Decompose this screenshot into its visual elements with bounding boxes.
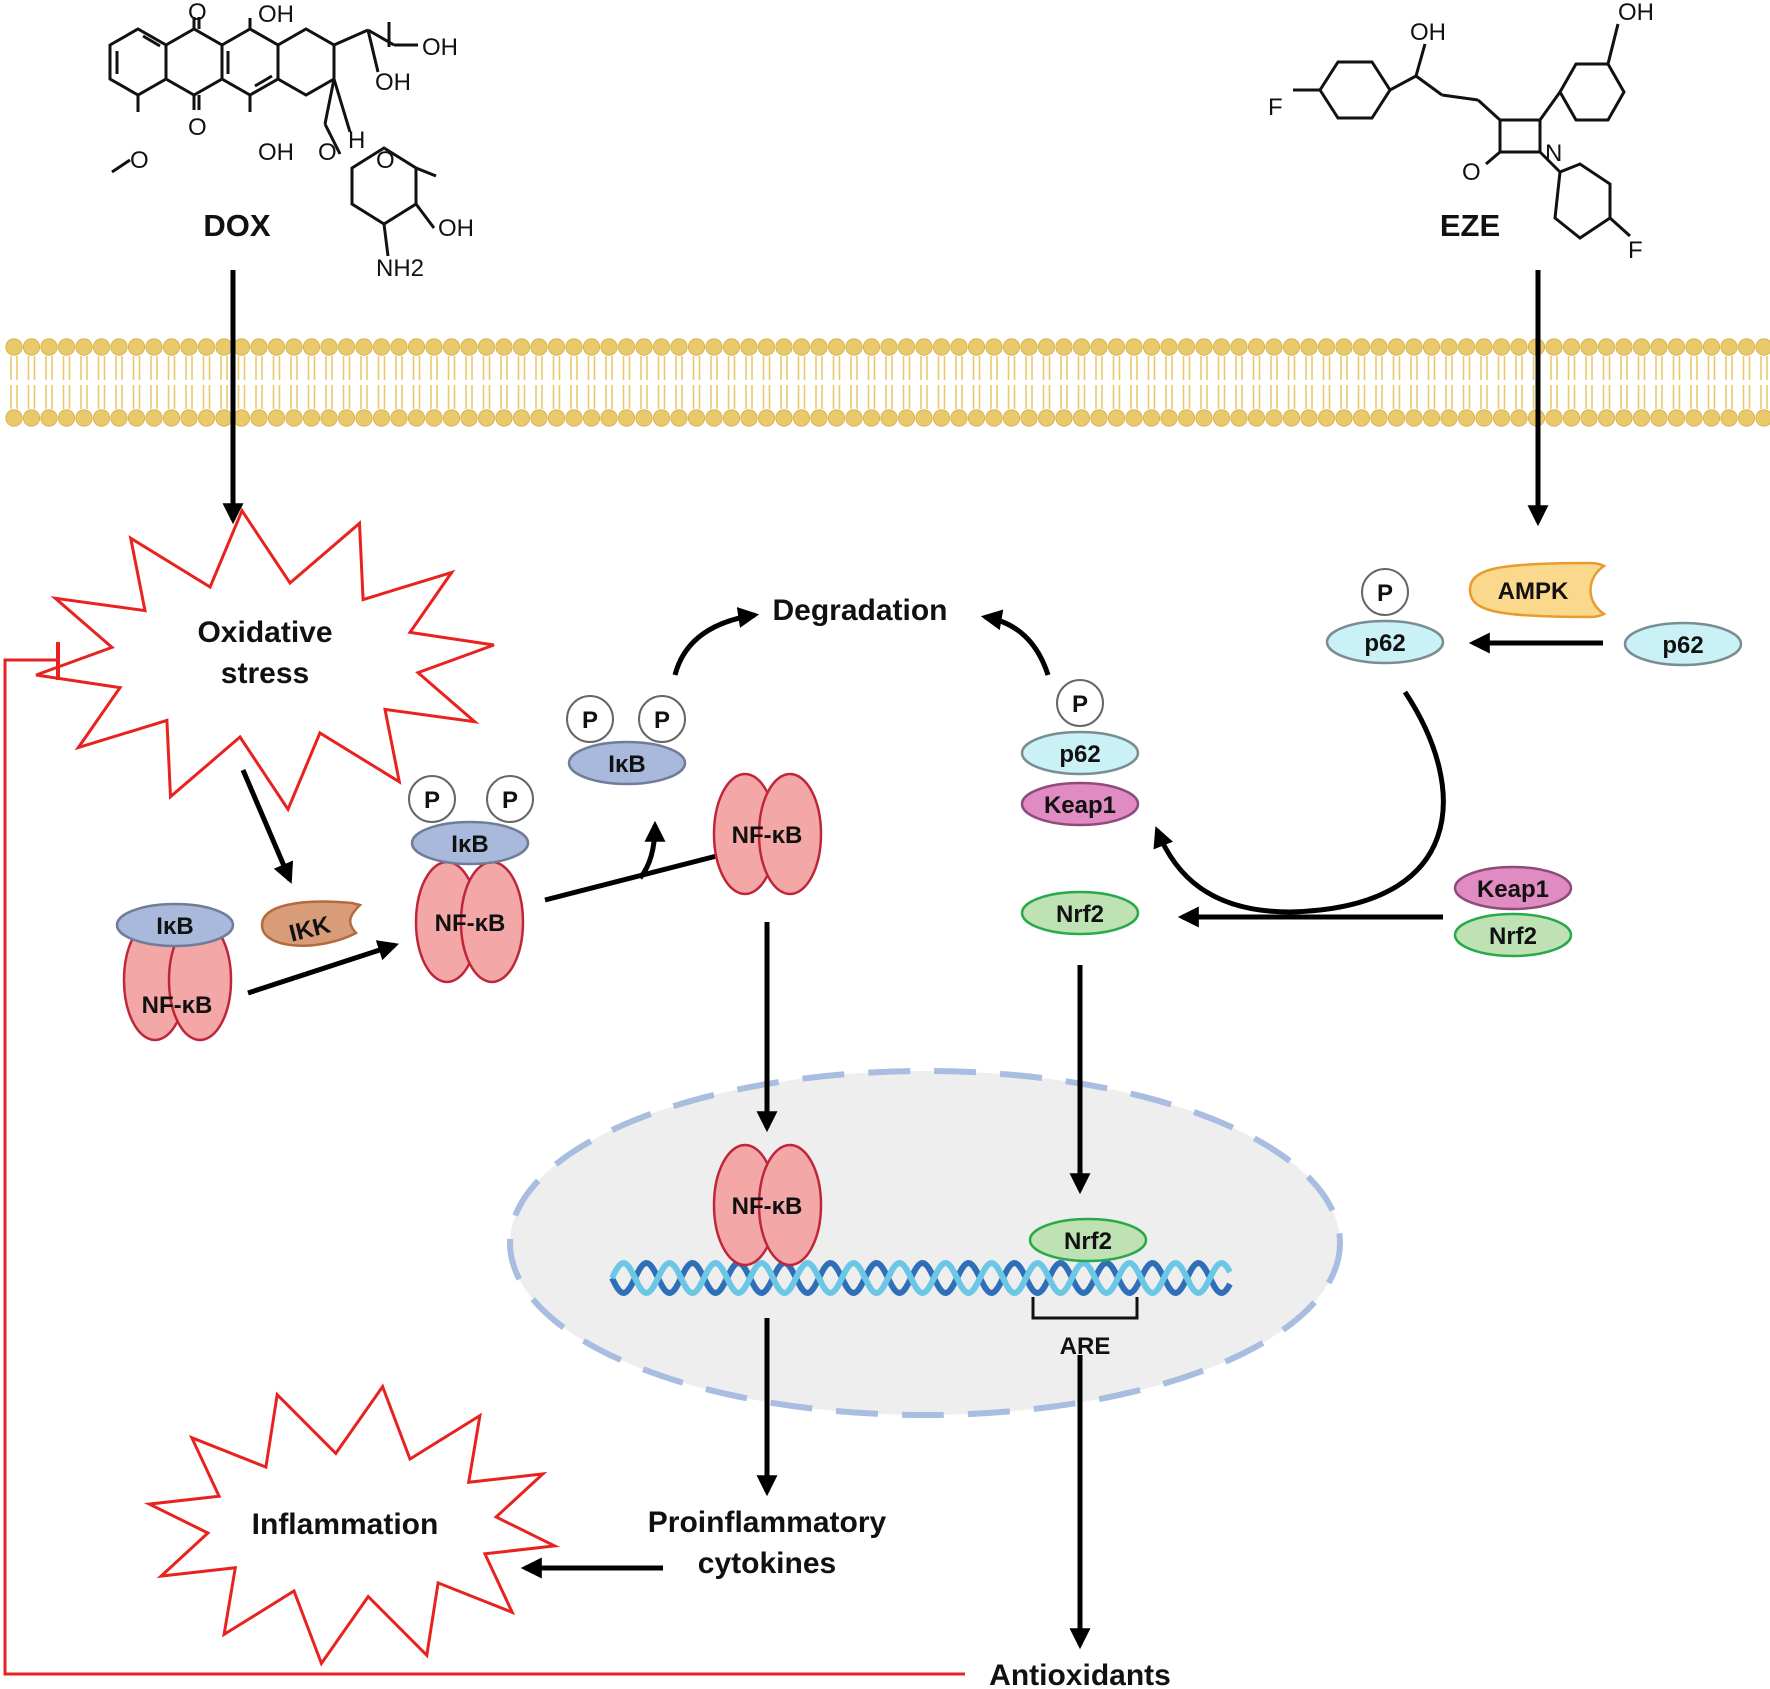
degradation-label: Degradation [772,594,947,627]
nfkb-complex-phosphorylated: NF-κB IκB P P [408,775,534,984]
eze-atom-2: OH [1618,0,1654,26]
dox-atom-1: OH [258,1,294,28]
nrf2-label-3: Nrf2 [1064,1228,1112,1255]
phospho-label-6: P [1377,580,1393,607]
dox-atom-5: O [188,114,207,141]
cytokines-line1: Proinflammatory [648,1506,887,1539]
oxidative-stress-burst [35,507,495,813]
ikb-label-2: IκB [451,831,488,858]
cell-membrane [5,338,1770,427]
nucleus [507,1068,1343,1418]
ikb-phosphorylated: IκB P P [566,695,687,786]
nfkb-label-4: NF-κB [732,1193,803,1220]
eze-atom-1: OH [1410,19,1446,46]
dox-atom-11: OH [438,215,474,242]
nrf2-nuclear: Nrf2 [1028,1217,1148,1263]
cytokines-line2: cytokines [698,1547,836,1580]
nfkb-free: NF-κB [712,772,823,896]
eze-atom-3: F [1268,94,1283,121]
eze-atom-4: O [1462,159,1481,186]
eze-atom-6: F [1628,237,1643,264]
dox-atom-6: OH [258,139,294,166]
phospho-label-4: P [654,707,670,734]
ikb-label-1: IκB [156,913,193,940]
dox-atom-7: H [348,127,365,154]
nfkb-label-1: NF-κB [142,992,213,1019]
keap1-nrf2-complex: Keap1 Nrf2 [1453,865,1573,958]
nfkb-nuclear: NF-κB [712,1143,823,1267]
are-label: ARE [1060,1333,1111,1360]
dox-atom-10: O [376,147,395,174]
nrf2-label-1: Nrf2 [1056,901,1104,928]
inflammation-label: Inflammation [252,1508,439,1541]
p62-free: p62 [1623,621,1743,667]
arrows [222,270,1603,1650]
ampk-label: AMPK [1498,578,1569,605]
are-bracket [1031,1297,1139,1320]
dox-atom-12: NH2 [376,255,424,282]
nfkb-label-2: NF-κB [435,910,506,937]
nfkb-label-3: NF-κB [732,822,803,849]
oxidative-stress-line2: stress [221,657,309,690]
antioxidants-label: Antioxidants [989,1659,1171,1689]
dox-atom-3: OH [422,34,458,61]
p62-label-3: p62 [1662,632,1703,659]
oxidative-stress-line1: Oxidative [197,616,332,649]
p62-keap1-complex: P p62 Keap1 [1020,679,1140,827]
dox-atom-9: O [318,139,337,166]
phospho-label-2: P [502,787,518,814]
p62-phosphorylated: P p62 [1325,568,1445,665]
dox-atom-2: O [188,0,207,26]
dna-helix [609,1259,1233,1297]
eze-label: EZE [1440,208,1500,243]
ampk-enzyme: AMPK [1468,561,1607,619]
ikb-label-3: IκB [608,751,645,778]
keap1-label-1: Keap1 [1044,792,1116,819]
phospho-label-5: P [1072,691,1088,718]
dox-label: DOX [203,208,271,243]
phospho-label-3: P [582,707,598,734]
dox-structure [108,17,437,257]
inflammation-burst [144,1383,560,1667]
phospho-label-1: P [424,787,440,814]
dox-atom-labels: OH O OH OH O OH H O O O OH NH2 [130,0,474,282]
p62-label-2: p62 [1364,630,1405,657]
eze-atom-labels: OH OH F O N F [1268,0,1654,264]
eze-atom-5: N [1545,140,1562,167]
eze-structure [1293,23,1632,240]
dox-atom-8: O [130,147,149,174]
p62-label-1: p62 [1059,741,1100,768]
nrf2-label-2: Nrf2 [1489,923,1537,950]
nrf2-free: Nrf2 [1020,890,1140,936]
dox-atom-4: OH [375,69,411,96]
nfkb-complex-inactive: NF-κB IκB [115,902,235,1042]
ikk-enzyme: IKK [260,900,363,948]
keap1-label-2: Keap1 [1477,876,1549,903]
inhibition-line [3,658,965,1676]
